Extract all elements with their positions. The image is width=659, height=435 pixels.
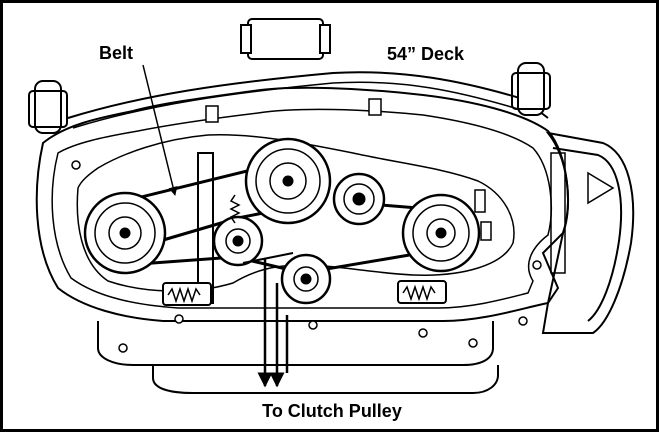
- clutch-pulley-label: To Clutch Pulley: [262, 401, 402, 421]
- belt-label: Belt: [99, 43, 133, 63]
- left-spindle-pulley: [85, 193, 165, 273]
- mower-deck-diagram: Belt 54” Deck To Clutch Pulley: [3, 3, 659, 435]
- top-bracket: [241, 19, 330, 59]
- center-spindle-pulley: [246, 139, 330, 223]
- right-spindle-pulley: [403, 195, 479, 271]
- discharge-chute: [543, 133, 633, 333]
- idler-pulley-left: [214, 217, 262, 265]
- idler-pulley-upper: [334, 174, 384, 224]
- deck-label: 54” Deck: [387, 44, 465, 64]
- idler-pulley-lower: [282, 255, 330, 303]
- belt-leader-arrow: [143, 65, 175, 195]
- anti-scalp-wheels: [29, 63, 550, 133]
